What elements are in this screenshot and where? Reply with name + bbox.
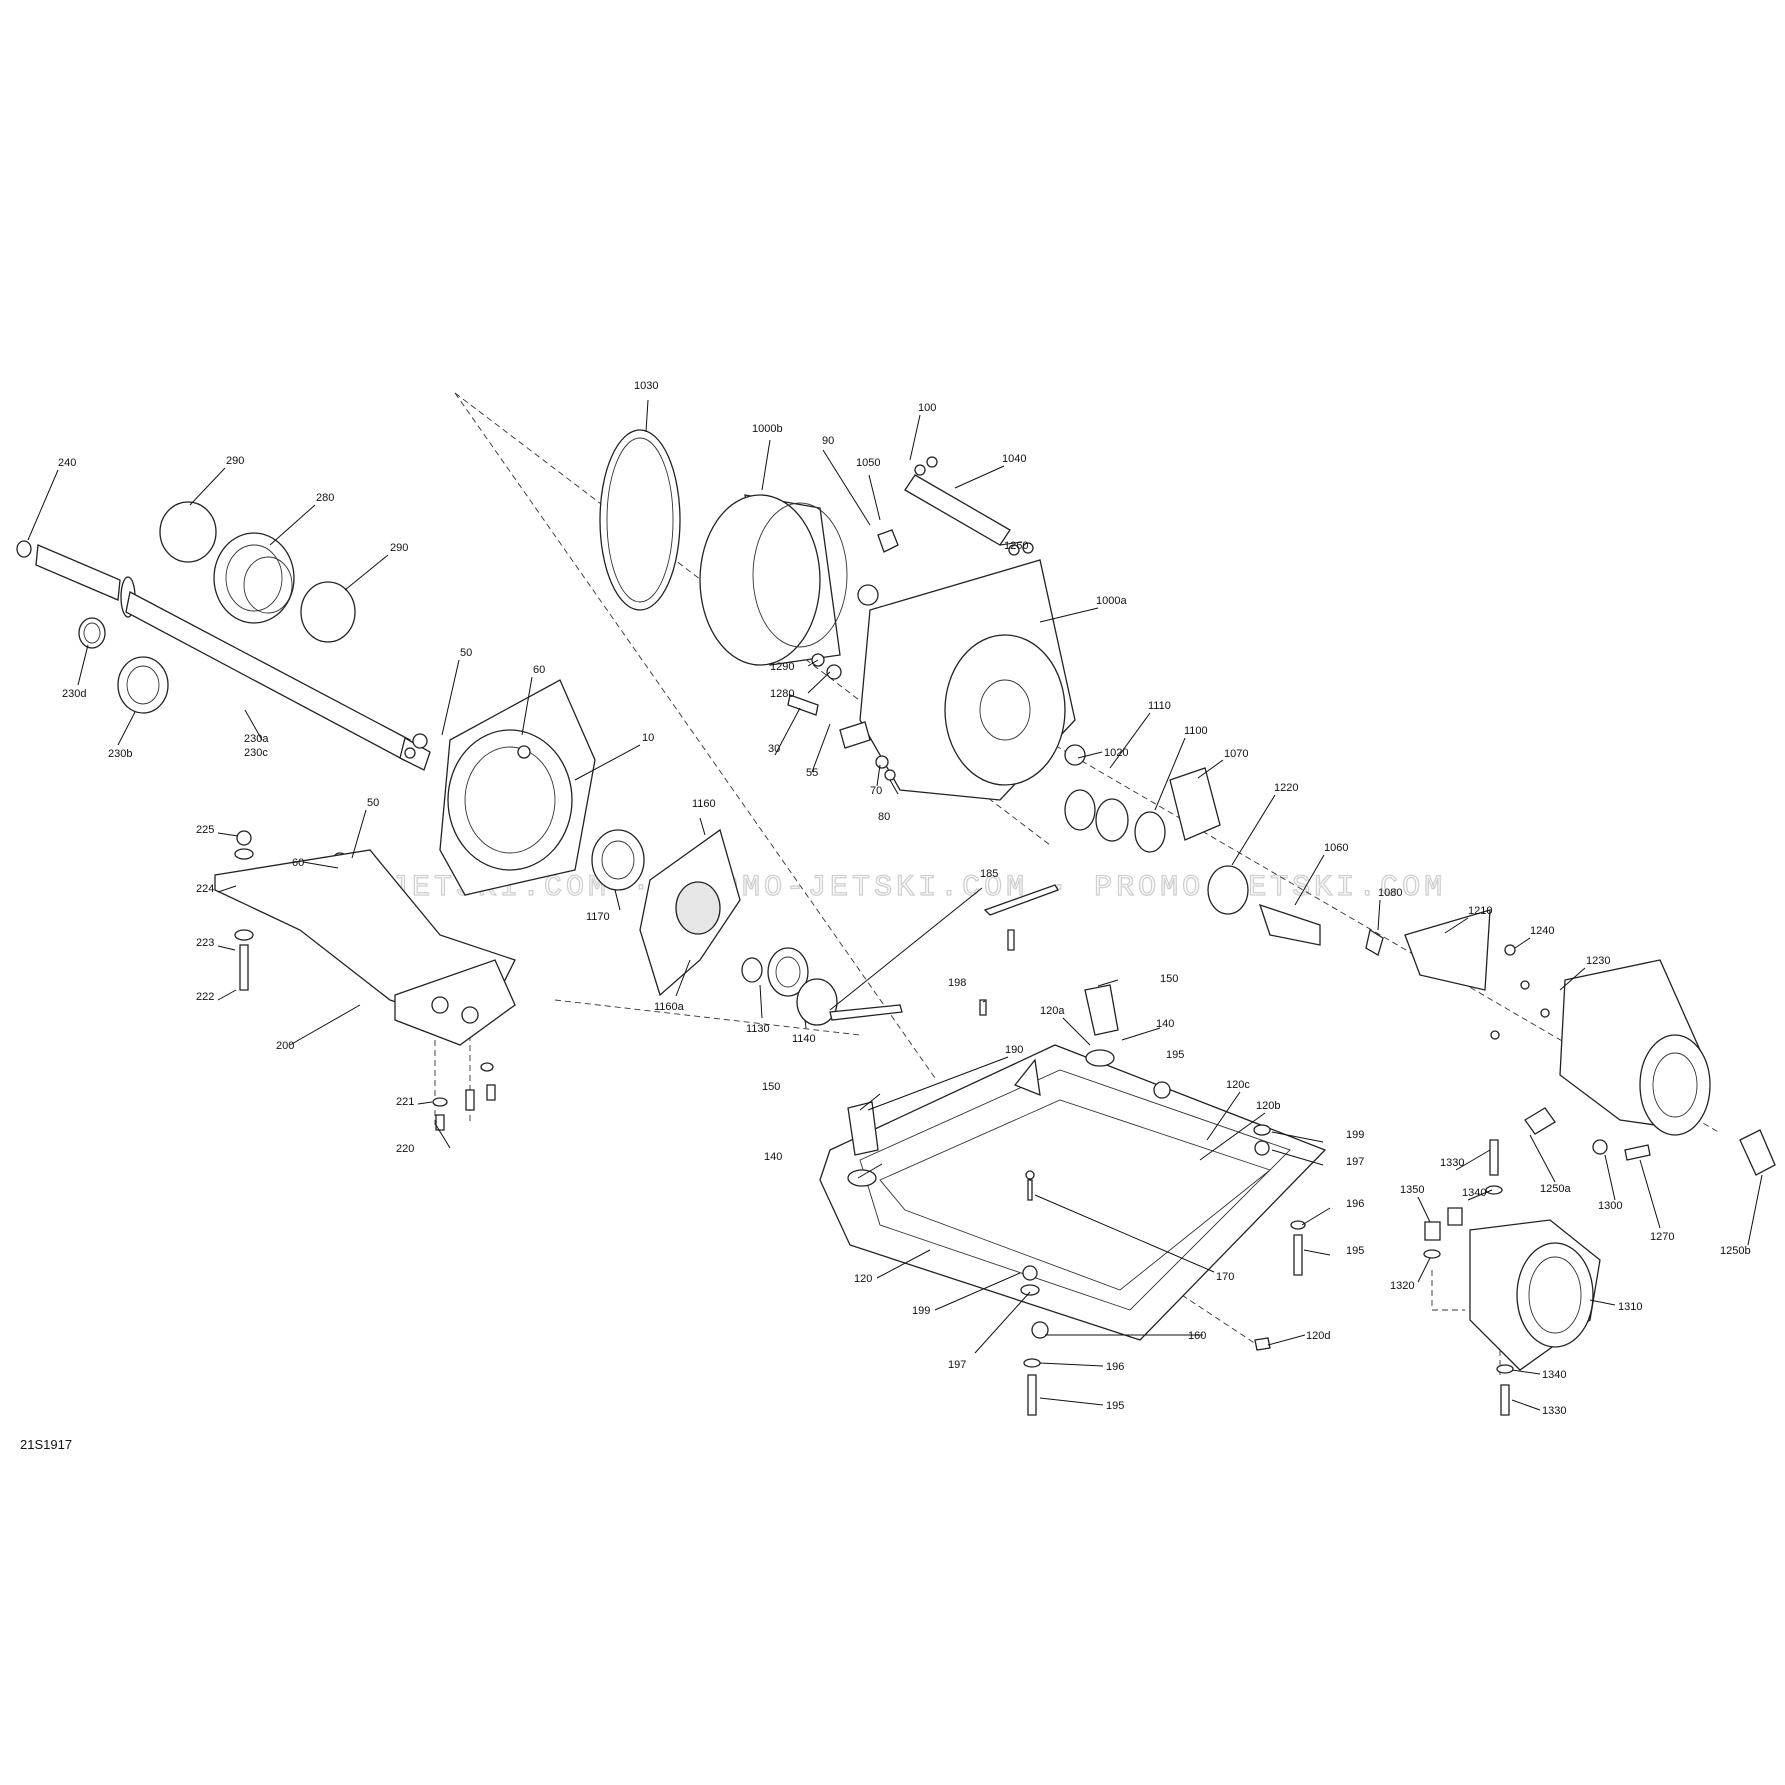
callout-1050: 1050: [856, 457, 880, 469]
callout-230a: 230a: [244, 733, 269, 745]
callout-leaders: [27, 399, 1763, 1411]
callout-1110: 1110: [1148, 700, 1171, 712]
callout-223: 223: [196, 937, 214, 949]
callout-197a: 197: [1346, 1156, 1364, 1168]
callout-1340a: 1340: [1462, 1187, 1486, 1199]
callout-1330a: 1330: [1440, 1157, 1464, 1169]
callout-196b: 196: [1106, 1361, 1124, 1373]
callout-1080: 1080: [1378, 887, 1402, 899]
callout-1260: 1260: [1004, 540, 1028, 552]
callout-1000a: 1000a: [1096, 595, 1127, 607]
callout-50b: 50: [367, 797, 379, 809]
pump-housing: [787, 456, 1076, 801]
callout-1240: 1240: [1530, 925, 1554, 937]
callout-198: 198: [948, 977, 966, 989]
callout-1160a: 1160a: [654, 1001, 685, 1013]
callout-1320: 1320: [1390, 1280, 1414, 1292]
callout-120b: 120b: [1256, 1100, 1280, 1112]
callout-225: 225: [196, 824, 214, 836]
callout-150b: 150: [762, 1081, 780, 1093]
callout-1000b: 1000b: [752, 423, 783, 435]
callout-197b: 197: [948, 1359, 966, 1371]
drawing-code: 21S1917: [20, 1437, 72, 1452]
callout-230d: 230d: [62, 688, 86, 700]
callout-90: 90: [822, 435, 834, 447]
callout-140a: 140: [1156, 1018, 1174, 1030]
steering-nozzle: [1524, 959, 1776, 1176]
impeller-assembly: [591, 828, 838, 1026]
callout-1030: 1030: [634, 380, 658, 392]
callout-1040: 1040: [1002, 453, 1026, 465]
callout-100: 100: [918, 402, 936, 414]
callout-70: 70: [870, 785, 882, 797]
callout-1310: 1310: [1618, 1301, 1642, 1313]
callout-1060: 1060: [1324, 842, 1348, 854]
callout-230c: 230c: [244, 747, 268, 759]
callout-1250a: 1250a: [1540, 1183, 1571, 1195]
callout-1290: 1290: [770, 661, 794, 673]
callout-195a: 195: [1166, 1049, 1184, 1061]
callout-290a: 290: [226, 455, 244, 467]
callout-190: 190: [1005, 1044, 1023, 1056]
callout-199a: 199: [1346, 1129, 1364, 1141]
callout-240: 240: [58, 457, 76, 469]
callout-221: 221: [396, 1096, 414, 1108]
callout-220: 220: [396, 1143, 414, 1155]
callout-1280: 1280: [770, 688, 794, 700]
callout-200: 200: [276, 1040, 294, 1052]
callout-195c: 195: [1106, 1400, 1124, 1412]
callout-1130: 1130: [746, 1023, 770, 1035]
callout-1330b: 1330: [1542, 1405, 1566, 1417]
reverse-gate: [1423, 1139, 1601, 1416]
callout-30: 30: [768, 743, 780, 755]
callout-196a: 196: [1346, 1198, 1364, 1210]
callout-1160: 1160: [692, 798, 716, 810]
callout-120c: 120c: [1226, 1079, 1250, 1091]
callout-1020: 1020: [1104, 747, 1128, 759]
callout-1140: 1140: [792, 1033, 816, 1045]
callout-1220: 1220: [1274, 782, 1298, 794]
callout-199b: 199: [912, 1305, 930, 1317]
callout-60a: 60: [533, 664, 545, 676]
callout-1300: 1300: [1598, 1200, 1622, 1212]
callout-195b: 195: [1346, 1245, 1364, 1257]
callout-1250b: 1250b: [1720, 1245, 1751, 1257]
callout-185: 185: [980, 868, 998, 880]
callout-1070: 1070: [1224, 748, 1248, 760]
callout-1350: 1350: [1400, 1184, 1424, 1196]
ride-plate: [214, 830, 516, 1131]
callout-1100: 1100: [1184, 725, 1208, 737]
callout-55: 55: [806, 767, 818, 779]
callout-160: 160: [1188, 1330, 1206, 1342]
callout-120a: 120a: [1040, 1005, 1065, 1017]
callout-224: 224: [196, 883, 214, 895]
callout-10: 10: [642, 732, 654, 744]
callout-222: 222: [196, 991, 214, 1003]
callout-290b: 290: [390, 542, 408, 554]
drive-shaft-assembly: [16, 501, 431, 771]
callout-140b: 140: [764, 1151, 782, 1163]
watermark: JETSKI.COM · PROMO-JETSKI.COM · PROMO-JE…: [390, 871, 1446, 905]
callout-80: 80: [878, 811, 890, 823]
wear-ring-and-sleeve: [599, 429, 848, 666]
callout-1270: 1270: [1650, 1231, 1674, 1243]
callout-170: 170: [1216, 1271, 1234, 1283]
pump-mounting-plate: [819, 884, 1327, 1416]
callout-120d: 120d: [1306, 1330, 1330, 1342]
callout-1230: 1230: [1586, 955, 1610, 967]
callout-1210: 1210: [1468, 905, 1492, 917]
bearing-stack: [1064, 744, 1550, 1040]
callout-230b: 230b: [108, 748, 132, 760]
callout-280: 280: [316, 492, 334, 504]
callout-150a: 150: [1160, 973, 1178, 985]
callout-60b: 60: [292, 857, 304, 869]
callout-120: 120: [854, 1273, 872, 1285]
callout-50a: 50: [460, 647, 472, 659]
callout-1170: 1170: [586, 911, 610, 923]
callout-1340b: 1340: [1542, 1369, 1566, 1381]
